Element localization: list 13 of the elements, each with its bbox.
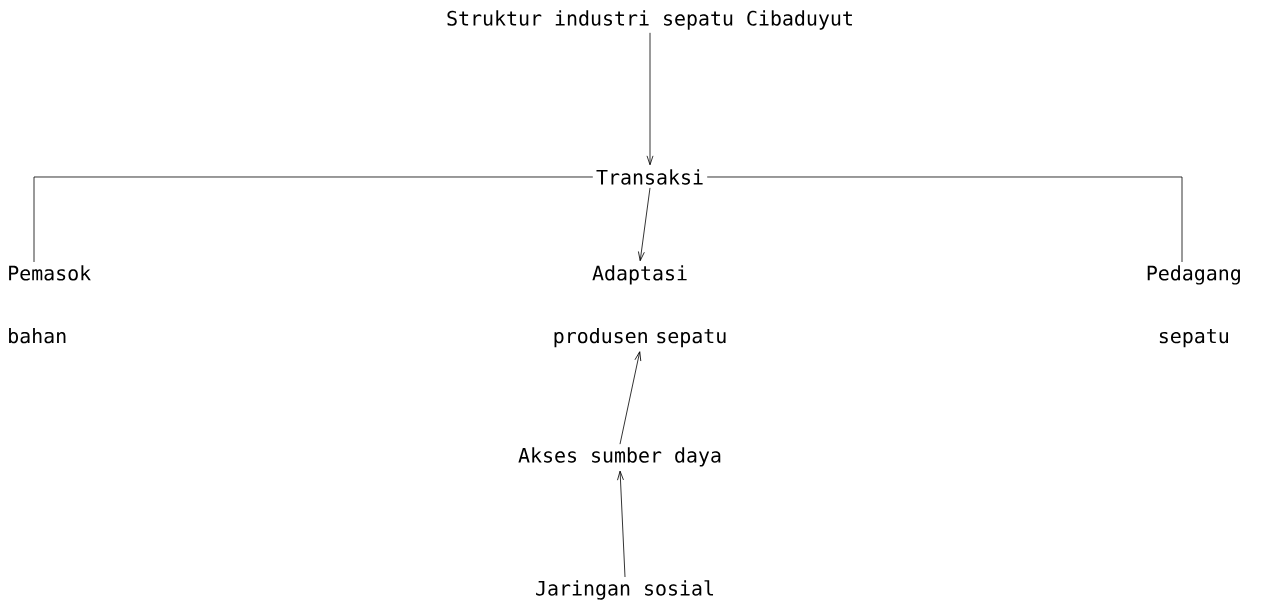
arrow bbox=[619, 351, 642, 445]
node-label: Pedagang sepatu bbox=[1147, 265, 1240, 348]
arrow bbox=[617, 470, 626, 578]
node-label: Pemasok bahan bbox=[9, 265, 91, 344]
node-text: Transaksi bbox=[596, 169, 703, 185]
connector-line bbox=[33, 176, 594, 263]
connector-line bbox=[706, 176, 1183, 263]
arrow bbox=[646, 32, 654, 166]
arrow bbox=[638, 187, 651, 262]
node-text: Akses sumber daya bbox=[518, 447, 721, 467]
title-text: Struktur industri sepatu Cibaduyut bbox=[447, 10, 852, 30]
node-text: Jaringan sosial bbox=[536, 580, 714, 600]
node-label: Adaptasi produsen sepatu bbox=[554, 265, 726, 348]
